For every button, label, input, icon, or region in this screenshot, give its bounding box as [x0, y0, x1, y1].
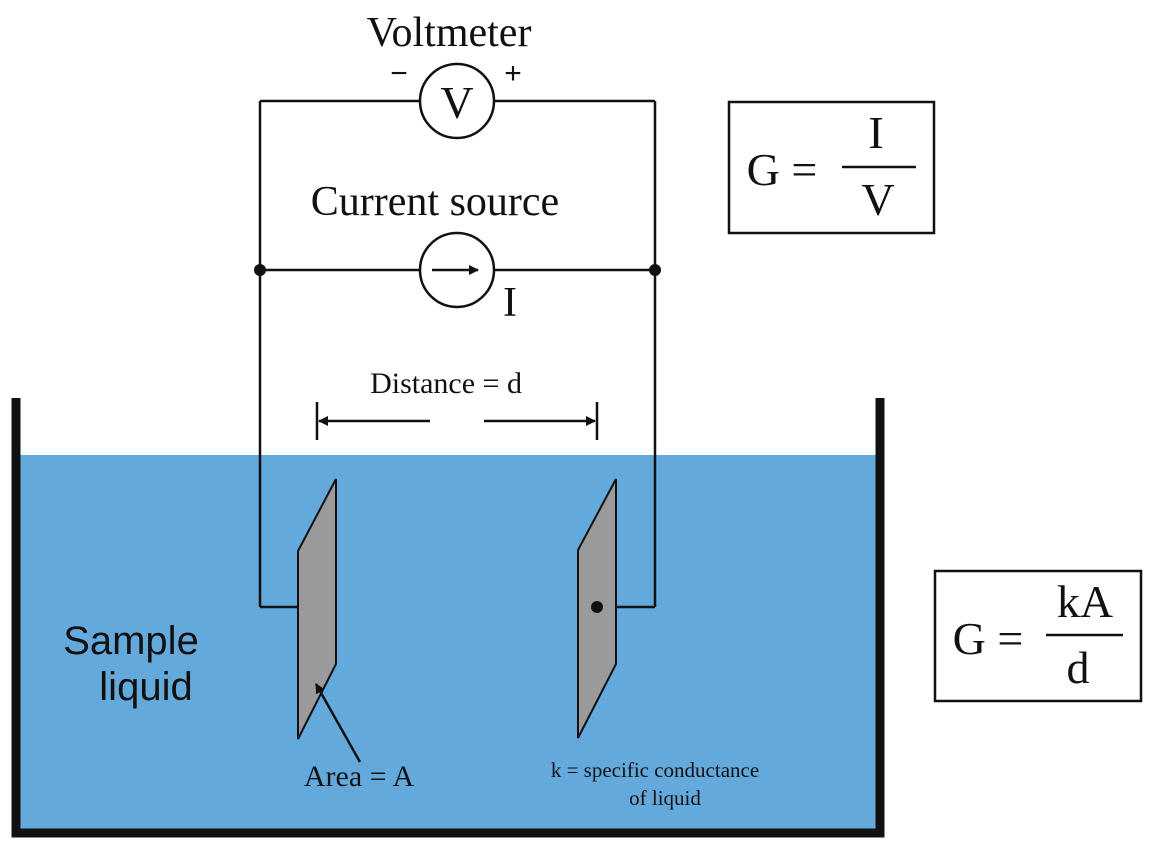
junction-dot-left [254, 264, 266, 276]
area-label: Area = A [304, 760, 415, 793]
voltmeter-circle [418, 62, 496, 140]
distance-label: Distance = d [370, 367, 522, 400]
voltmeter-plus: + [504, 57, 522, 90]
voltmeter-minus: − [390, 57, 408, 90]
formula-1-denominator: V [861, 174, 894, 225]
area-pointer-arrow-icon [314, 683, 362, 763]
voltmeter-symbol: V [440, 77, 473, 128]
current-symbol: I [503, 280, 517, 326]
formula-box-1: G = I V [727, 100, 936, 235]
formula-2-numerator: kA [1057, 576, 1113, 627]
liquid-container [11, 398, 885, 838]
formula-1-lhs: G = [747, 144, 818, 195]
plate-connection-dot [591, 601, 603, 613]
liquid-label-line2: liquid [99, 665, 192, 709]
electrode-plate-left [297, 478, 337, 740]
formula-2-lhs: G = [953, 613, 1024, 664]
junction-dot-right [649, 264, 661, 276]
voltmeter-label: Voltmeter [367, 10, 532, 56]
current-source-label: Current source [311, 179, 559, 225]
current-source [418, 231, 496, 309]
conductance-label-line2: of liquid [629, 786, 701, 810]
conductance-label-line1: k = specific conductance [551, 758, 759, 782]
formula-box-2: G = kA d [933, 569, 1143, 703]
liquid-label-line1: Sample [63, 619, 199, 663]
sample-liquid [18, 455, 878, 831]
formula-1-numerator: I [868, 107, 883, 158]
voltmeter: V [418, 62, 496, 140]
distance-dimension [315, 402, 599, 440]
formula-2-denominator: d [1067, 642, 1090, 693]
